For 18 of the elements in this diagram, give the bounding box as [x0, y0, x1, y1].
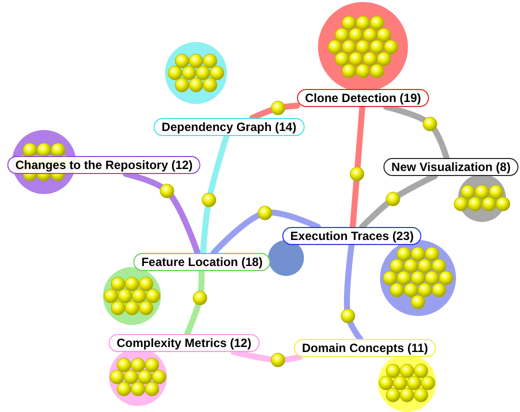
- topic-label: Changes to the Repository (12): [7, 156, 201, 174]
- topic-label: Execution Traces (23): [282, 227, 422, 245]
- connection-branch: [383, 104, 450, 161]
- connection-branch: [200, 133, 230, 256]
- topic-label: Feature Location (18): [133, 253, 271, 271]
- topic-label: New Visualization (8): [383, 158, 519, 176]
- topic-label: Domain Concepts (11): [294, 339, 436, 357]
- connection-branch: [350, 104, 366, 230]
- topic-label: Clone Detection (19): [297, 89, 429, 107]
- connection-branch: [344, 242, 364, 342]
- topic-label: Complexity Metrics (12): [108, 334, 260, 352]
- topic-label: Dependency Graph (14): [154, 118, 304, 136]
- connection-branch: [230, 349, 303, 363]
- connection-branch: [358, 173, 438, 230]
- connection-branch: [249, 102, 300, 121]
- connection-branch: [122, 171, 201, 256]
- connection-branch: [184, 268, 205, 337]
- connection-branch: [210, 210, 321, 256]
